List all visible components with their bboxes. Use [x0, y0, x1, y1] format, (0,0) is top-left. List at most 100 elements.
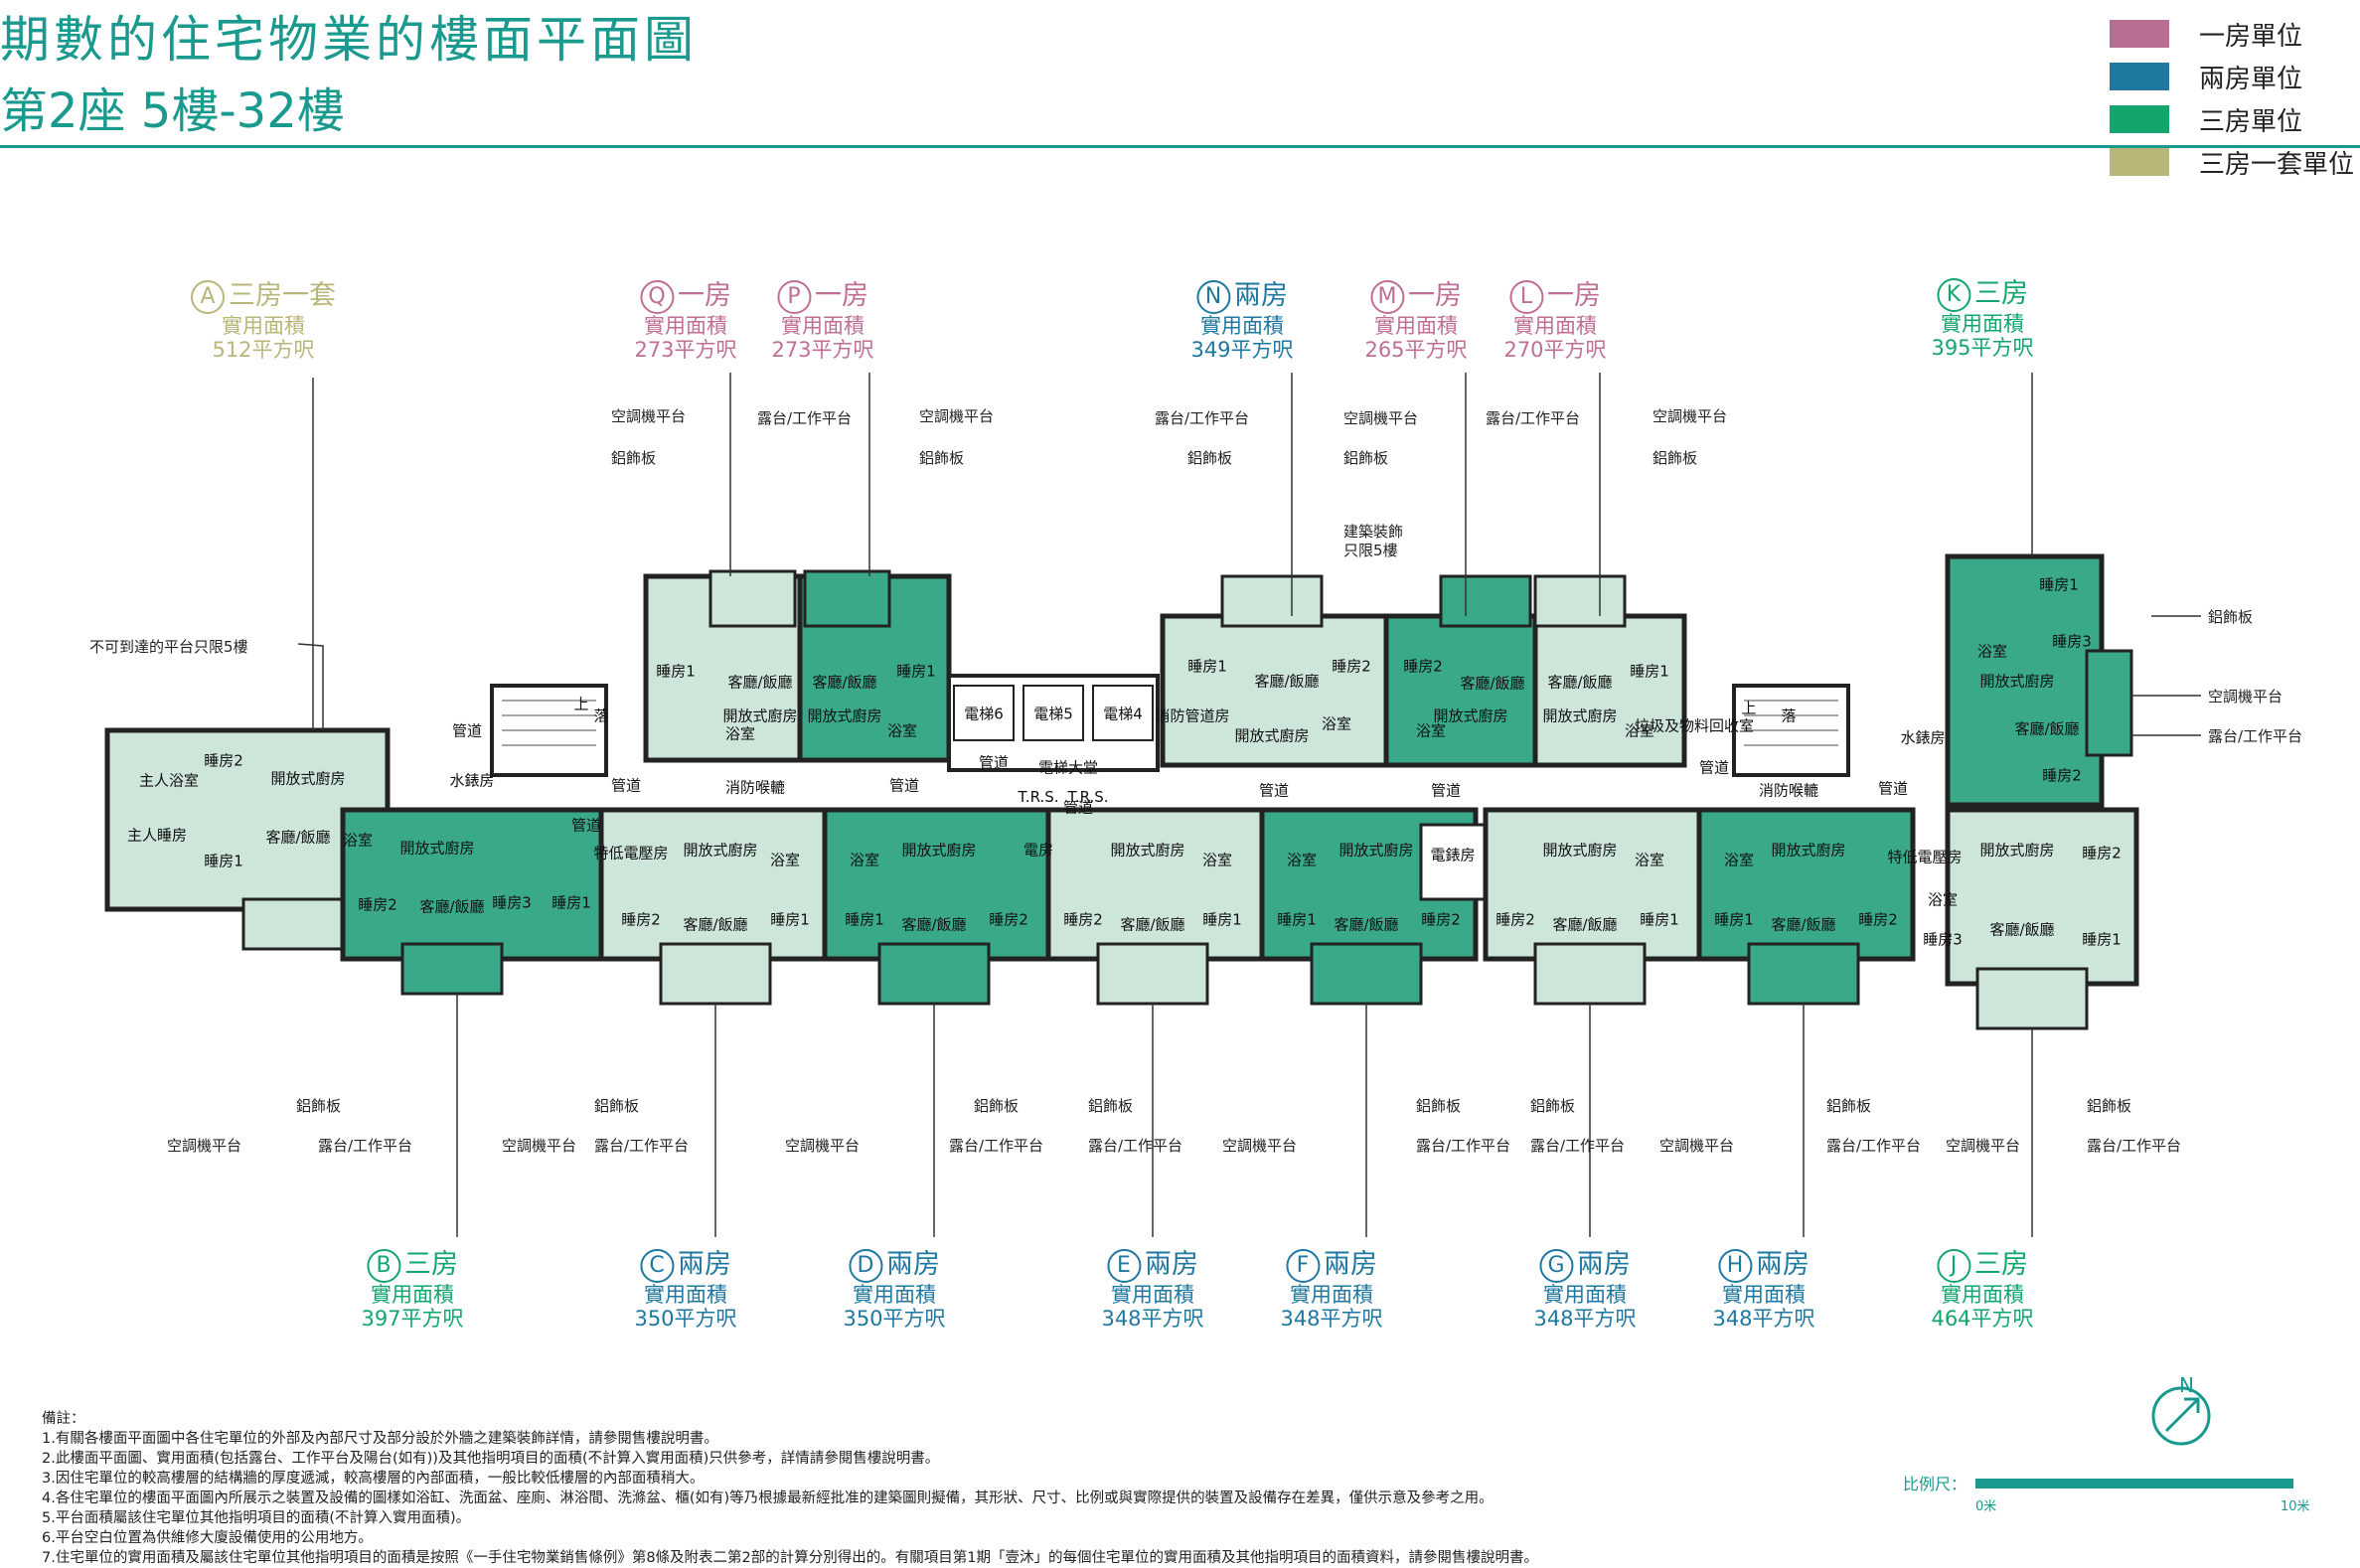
room-label: 消防喉轆: [724, 778, 786, 797]
room-label: 消防管道房: [1155, 706, 1230, 725]
callout: 鋁飾板: [296, 1097, 342, 1115]
callout: 空調機平台: [167, 1137, 242, 1155]
unit-letter: M: [1370, 279, 1404, 314]
unit-e-area: [1045, 807, 1265, 962]
room-label: 睡房1: [2039, 575, 2079, 594]
unit-area: 395平方呎: [1931, 335, 2034, 360]
unit-type: 三房: [1974, 1249, 2028, 1280]
callout: 露台/工作平台: [1088, 1137, 1183, 1155]
room-label: 管道: [570, 816, 602, 835]
room-label: 睡房1: [770, 910, 810, 929]
callout: 露台/工作平台: [594, 1137, 690, 1155]
callout: 空調機平台: [611, 407, 687, 425]
legend-label: 兩房單位: [2199, 64, 2303, 94]
room-label: 特低電壓房: [593, 844, 669, 862]
callout: 鋁飾板: [1826, 1097, 1872, 1115]
unit-letter: Q: [640, 279, 674, 314]
room-label: 睡房1: [204, 852, 243, 870]
room-label: 睡房2: [2082, 844, 2122, 862]
room-label: 客廳/飯廳: [419, 897, 485, 916]
unit-area: 265平方呎: [1364, 337, 1468, 362]
callout: 露台/工作平台: [1155, 409, 1250, 427]
unit-type: 一房: [1547, 280, 1601, 311]
legend-label: 三房單位: [2199, 106, 2303, 137]
callout: 空調機平台: [1222, 1137, 1298, 1155]
room-label: 睡房3: [2052, 632, 2092, 651]
room-label: 睡房1: [845, 910, 884, 929]
legend-swatch: [2110, 20, 2169, 48]
room-label: 客廳/飯廳: [1771, 915, 1836, 934]
unit-letter: F: [1286, 1248, 1320, 1283]
unit-type: 兩房: [1324, 1249, 1377, 1280]
unit-type: 一房: [815, 280, 868, 311]
page-title: 期數的住宅物業的樓面平面圖: [0, 11, 698, 69]
room-label: 客廳/飯廳: [2014, 719, 2080, 738]
unit-m-balcony: [1439, 574, 1532, 628]
unit-k-balcony: [2085, 649, 2133, 757]
room-label: 垃圾及物料回收室: [1634, 716, 1755, 735]
unit-letter: B: [367, 1248, 400, 1283]
room-label: 開放式廚房: [1979, 841, 2055, 860]
unit-c-area: [598, 807, 828, 962]
room-label: 睡房2: [204, 751, 243, 770]
room-label: 電梯大堂: [1037, 758, 1099, 777]
note-line: 6.平台空白位置為供維修大廈設備使用的公用地方。: [42, 1530, 373, 1546]
unit-letter: K: [1937, 277, 1970, 312]
room-label: 電梯6: [964, 705, 1004, 723]
unit-area-label: 實用面積: [1941, 1282, 2024, 1307]
room-label: 浴室: [1723, 851, 1755, 869]
room-label: 管道: [1698, 758, 1730, 777]
unit-area: 348平方呎: [1101, 1306, 1204, 1331]
note-line: 1.有關各樓面平面圖中各住宅單位的外部及內部尺寸及部分設於外牆之建築裝飾詳情，請…: [42, 1431, 718, 1447]
room-label: 睡房2: [1421, 910, 1461, 929]
room-label: 浴室: [886, 721, 918, 740]
unit-area-label: 實用面積: [1290, 1282, 1373, 1307]
unit-area: 348平方呎: [1712, 1306, 1815, 1331]
room-label: 浴室: [1321, 714, 1352, 733]
room-label: 睡房1: [2082, 930, 2122, 949]
room-label: 開放式廚房: [722, 706, 798, 725]
unit-h-balcony: [1747, 942, 1860, 1006]
unit-type: 兩房: [1577, 1249, 1631, 1280]
unit-letter: C: [640, 1248, 674, 1283]
unit-f-balcony: [1310, 942, 1423, 1006]
room-label: 管道: [610, 776, 642, 795]
room-label: 客廳/飯廳: [727, 673, 793, 692]
unit-g-area: [1483, 807, 1702, 962]
legend-swatch: [2110, 63, 2169, 90]
unit-j-area: [1945, 807, 2139, 987]
callout: 鋁飾板: [2087, 1097, 2132, 1115]
unit-letter: P: [777, 279, 811, 314]
room-label: 睡房2: [1858, 910, 1898, 929]
room-label: 電錶房: [1430, 846, 1476, 864]
unit-letter: G: [1539, 1248, 1573, 1283]
unit-area: 464平方呎: [1931, 1306, 2034, 1331]
unit-d-area: [822, 807, 1051, 962]
room-label: 開放式廚房: [270, 769, 346, 788]
room-label: 消防喉轆: [1758, 781, 1819, 800]
unit-area: 350平方呎: [634, 1306, 737, 1331]
unit-type: 三房: [404, 1249, 458, 1280]
room-label: 浴室: [1624, 721, 1655, 740]
unit-area-label: 實用面積: [644, 313, 727, 338]
callout: 露台/工作平台: [1826, 1137, 1922, 1155]
callout: 露台/工作平台: [757, 409, 853, 427]
callout: 空調機平台: [502, 1137, 577, 1155]
note-line: 5.平台面積屬該住宅單位其他指明項目的面積(不計算入實用面積)。: [42, 1510, 471, 1526]
room-label: 客廳/飯廳: [1120, 915, 1185, 934]
notes-block: 備註： 1.有關各樓面平面圖中各住宅單位的外部及內部尺寸及部分設於外牆之建築裝飾…: [42, 1409, 1538, 1568]
unit-letter: D: [849, 1248, 882, 1283]
lift-car-5: [1023, 685, 1084, 741]
room-label: 開放式廚房: [901, 841, 977, 860]
unit-area-label: 實用面積: [781, 313, 865, 338]
legend-swatch: [2110, 148, 2169, 176]
room-label: 落: [593, 706, 609, 725]
room-label: 浴室: [849, 851, 880, 869]
legend-label: 一房單位: [2199, 21, 2303, 52]
